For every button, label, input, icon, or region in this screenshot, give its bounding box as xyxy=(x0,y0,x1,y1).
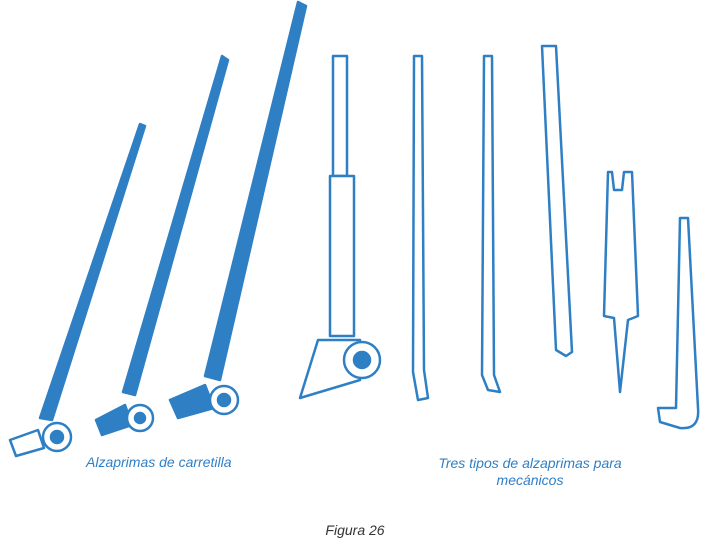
wheelbarrow-bars-caption: Alzaprimas de carretilla xyxy=(86,454,232,470)
mechanic-bars-caption: Tres tipos de alzaprimas para mecánicos xyxy=(410,455,650,489)
mechanic-bars-caption-line-2: mecánicos xyxy=(496,472,564,488)
claw-pry-bar xyxy=(411,54,430,402)
wheelbarrow-bar-3 xyxy=(168,0,308,420)
roller-pry-bar xyxy=(298,54,382,400)
forked-pry-bar xyxy=(602,170,640,394)
wheelbarrow-bar-1 xyxy=(8,122,147,458)
pointed-pry-bar xyxy=(540,44,574,358)
mechanic-bars-caption-line-1: Tres tipos de alzaprimas para xyxy=(438,455,622,471)
figure-label: Figura 26 xyxy=(325,522,385,538)
wheelbarrow-bar-2 xyxy=(94,54,230,437)
split-claw-pry-bar xyxy=(480,54,502,394)
hooked-pry-bar xyxy=(656,216,700,430)
